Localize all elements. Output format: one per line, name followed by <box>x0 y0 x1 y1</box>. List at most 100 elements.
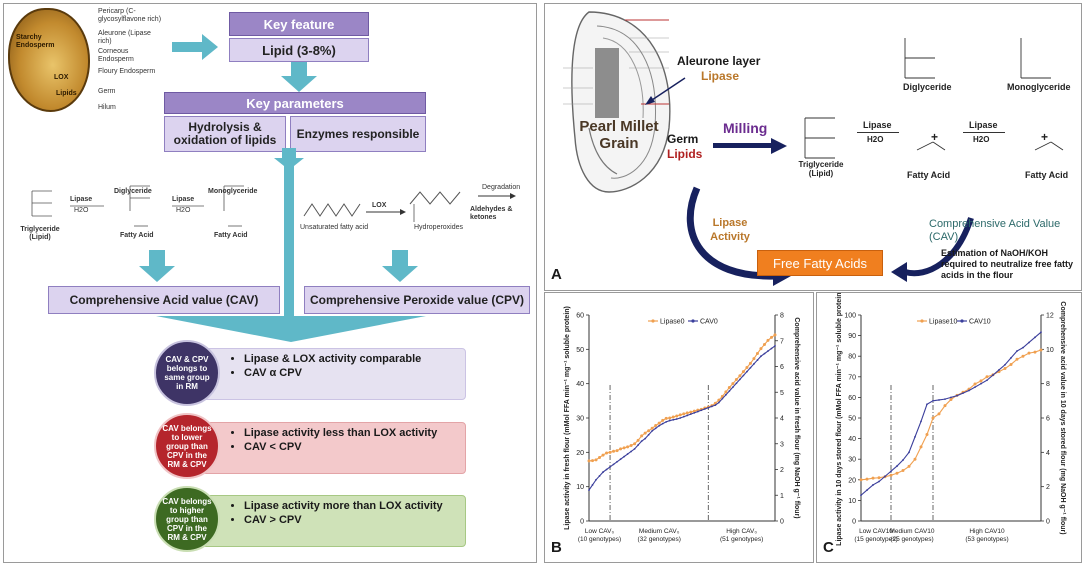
y-axis-label-right: Comprehensive acid value in fresh flour … <box>793 317 800 518</box>
data-point-lipase0 <box>587 459 591 463</box>
group-label-count: (32 genotypes) <box>638 536 681 543</box>
data-point-lipase0 <box>622 446 626 450</box>
data-point-lipase0 <box>769 335 773 339</box>
data-point-lipase0 <box>717 398 721 402</box>
aleurone-lipase-label: Lipase <box>701 69 740 83</box>
y-tick-label-right: 8 <box>1046 381 1050 388</box>
enzymes-box: Enzymes responsible <box>290 116 426 152</box>
mini-lipase-2: Lipase <box>172 196 195 203</box>
lipase-1-label: Lipase <box>863 120 892 130</box>
data-point-cav0 <box>693 411 696 414</box>
data-point-cav10 <box>926 403 928 406</box>
data-point-cav0 <box>640 440 643 443</box>
data-point-cav10 <box>944 398 946 401</box>
seed-inner-lox: LOX <box>54 74 69 81</box>
data-point-lipase10 <box>949 397 953 401</box>
data-point-lipase10 <box>1021 354 1025 358</box>
seed-inner-lipids: Lipids <box>56 90 77 97</box>
free-fatty-acids-box: Free Fatty Acids <box>757 250 883 276</box>
data-point-lipase0 <box>773 333 777 337</box>
y-tick-label-right: 2 <box>1046 484 1050 491</box>
triglyceride-label: Triglyceride (Lipid) <box>798 160 844 178</box>
data-point-cav10 <box>938 399 940 401</box>
data-point-cav0 <box>717 401 720 404</box>
data-point-cav0 <box>651 429 654 432</box>
y-tick-label-right: 4 <box>1046 450 1050 457</box>
aleurone-label: Aleurone layer <box>677 54 761 68</box>
data-point-cav0 <box>735 382 738 385</box>
seed-label-aleurone: Aleurone (Lipase rich) <box>98 30 151 45</box>
y-tick-label-right: 0 <box>780 519 784 526</box>
data-point-cav0 <box>724 393 727 396</box>
data-point-cav10 <box>902 459 904 461</box>
mini-lipase-1: Lipase <box>70 196 93 203</box>
y-tick-label-right: 1 <box>780 493 784 500</box>
data-point-cav10 <box>884 475 886 478</box>
y-tick-label-right: 6 <box>1046 416 1050 423</box>
data-point-cav0 <box>637 444 640 446</box>
group-label-count: (53 genotypes) <box>965 536 1008 543</box>
grain-label: Pearl Millet Grain <box>579 118 659 152</box>
data-point-cav0 <box>675 418 678 420</box>
grain-diagram-image <box>563 11 671 193</box>
data-point-lipase0 <box>636 438 640 442</box>
group-label-name: High CAV₀ <box>726 528 757 535</box>
y-tick-label-left: 10 <box>848 498 856 505</box>
arrow-down-icon <box>139 250 175 282</box>
data-point-cav10 <box>1028 341 1030 344</box>
data-point-cav0 <box>595 478 597 481</box>
plus-2-label: + <box>1041 130 1049 144</box>
group-label: Low CAV₀(10 genotypes) <box>578 528 621 543</box>
lipase-2-label: Lipase <box>969 120 998 130</box>
data-point-cav10 <box>1004 363 1006 366</box>
legend-marker-lipase0 <box>651 319 655 323</box>
group3-bar <box>188 495 466 547</box>
data-point-cav0 <box>626 453 629 455</box>
group1-bullet-2: CAV α CPV <box>244 366 460 380</box>
mini-h2o-1: H2O <box>74 207 89 214</box>
h2o-1-label: H2O <box>867 135 884 144</box>
group1-bar <box>188 348 466 400</box>
data-point-lipase10 <box>907 464 911 468</box>
group2-bullet-1: Lipase activity less than LOX activity <box>244 426 460 440</box>
y-axis-label-left: Lipase activity in 10 days stored flour … <box>836 293 843 546</box>
y-tick-label-left: 60 <box>576 313 584 320</box>
data-point-cav0 <box>661 422 664 425</box>
data-point-cav0 <box>672 418 675 421</box>
data-point-cav0 <box>721 397 724 400</box>
data-point-cav0 <box>700 409 703 412</box>
data-point-cav0 <box>767 350 769 352</box>
data-point-cav0 <box>616 460 618 463</box>
data-point-cav10 <box>1010 357 1012 359</box>
lipid-box: Lipid (3-8%) <box>229 38 369 62</box>
y-tick-label-left: 60 <box>848 395 856 402</box>
data-point-lipase10 <box>1039 348 1043 352</box>
aldehydes-label: Aldehydes & ketones <box>470 206 513 221</box>
legend-marker-cav0 <box>691 319 695 323</box>
y-tick-label-left: 20 <box>576 450 584 457</box>
y-tick-label-left: 20 <box>848 477 856 484</box>
group-label-name: High CAV10 <box>969 528 1005 535</box>
data-point-lipase0 <box>664 416 668 420</box>
data-point-lipase0 <box>647 429 651 433</box>
data-point-cav0 <box>602 471 604 473</box>
data-point-cav10 <box>890 470 892 473</box>
data-point-lipase0 <box>633 442 637 446</box>
group2-bar <box>188 422 466 474</box>
data-point-cav0 <box>658 424 661 427</box>
data-point-cav0 <box>714 404 717 407</box>
data-point-lipase0 <box>650 426 654 430</box>
data-point-lipase0 <box>643 431 647 435</box>
data-point-cav10 <box>896 465 898 467</box>
left-figure-panel: Starchy Endosperm LOX Lipids Pericarp (C… <box>3 3 537 563</box>
seed-label-pericarp: Pericarp (C-glycosylflavone rich) <box>98 8 162 23</box>
data-point-cav10 <box>980 382 982 385</box>
group2-circle: CAV belongs to lower group than CPV in t… <box>154 413 220 479</box>
cpv-box: Comprehensive Peroxide value (CPV) <box>304 286 530 314</box>
seed-cross-section-image <box>8 8 90 112</box>
group-label: High CAV₀(51 genotypes) <box>720 528 763 543</box>
data-point-cav0 <box>731 386 734 388</box>
arrow-down-icon <box>274 148 304 170</box>
